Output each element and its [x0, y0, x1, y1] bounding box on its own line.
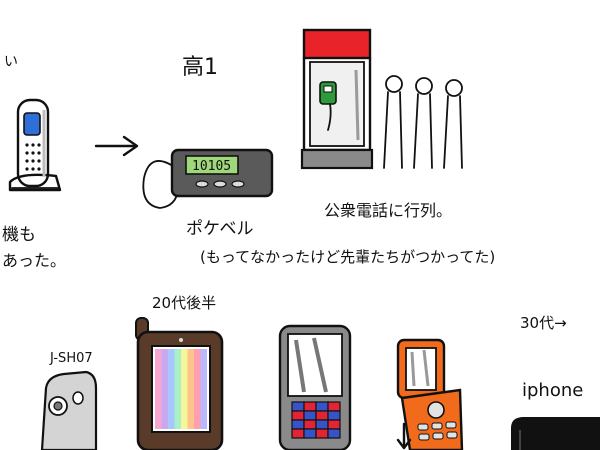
orange-flip-phone-icon: [396, 338, 464, 450]
pager-icon: 10105: [142, 148, 274, 209]
camera-flip-phone-icon: [40, 370, 98, 450]
home-phone-caption-line2: あった。: [2, 251, 66, 270]
iphone-label: iphone: [522, 380, 583, 401]
pager-caption: ポケベル: [186, 219, 254, 239]
top-left-fragment: い: [4, 54, 18, 70]
queue-people-icon: [383, 75, 463, 169]
iphone-icon: [511, 417, 600, 450]
high-school-heading: 高1: [182, 55, 218, 80]
jsh07-label: J-SH07: [49, 351, 93, 366]
rainbow-flip-phone-icon: [135, 317, 224, 450]
home-phone-caption-line1: 機も: [2, 225, 36, 245]
late20s-heading: 20代後半: [152, 294, 216, 312]
right-arrow-icon: [94, 135, 139, 157]
phone-booth-caption: 公衆電話に行列。: [324, 201, 452, 220]
thirties-heading: 30代→: [520, 314, 567, 332]
pager-note: (もってなかったけど先輩たちがつかってた): [200, 248, 495, 266]
pager-display: 10105: [192, 159, 231, 174]
slider-phone-icon: [278, 324, 352, 450]
phone-booth-icon: [300, 28, 374, 170]
cordless-home-phone-icon: [8, 98, 62, 192]
